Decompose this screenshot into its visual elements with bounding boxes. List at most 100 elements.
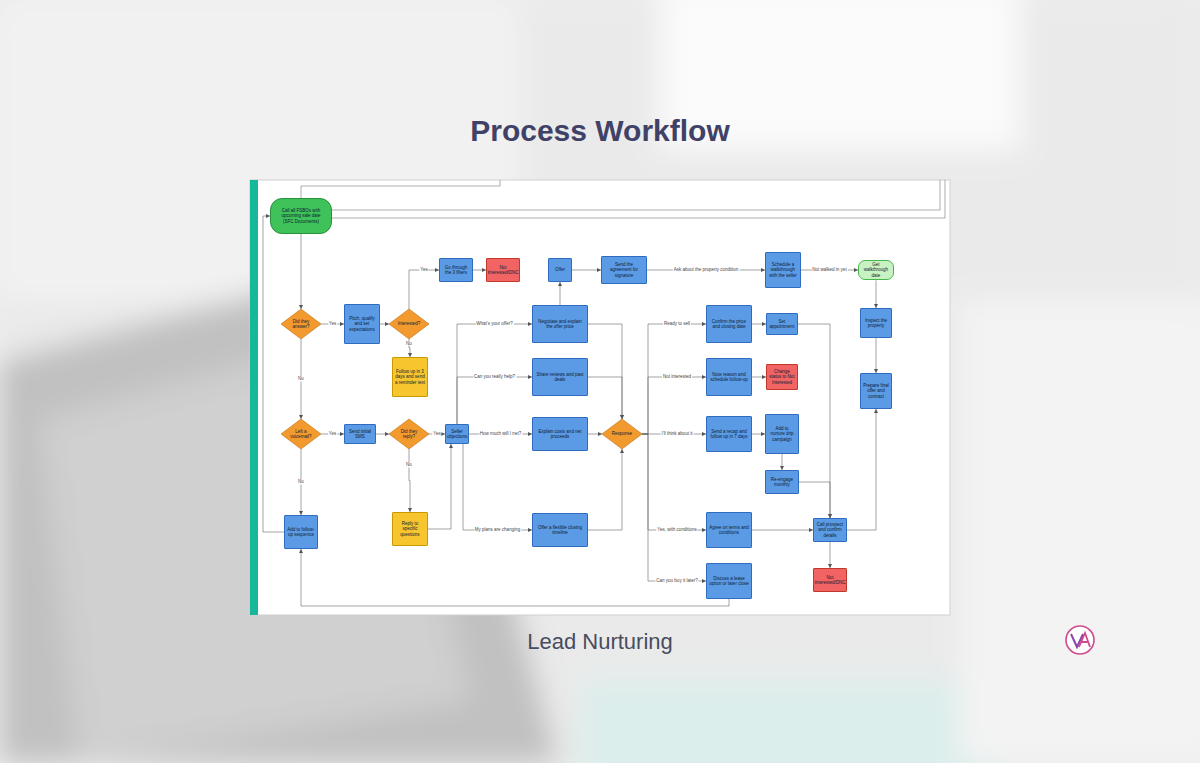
process-box: Note reason and schedule follow-up <box>706 358 752 396</box>
flow-connector <box>752 434 765 435</box>
flow-connector <box>457 377 532 424</box>
edge-label: Can you really help? <box>473 375 516 380</box>
decision-diamond: Did they answer? <box>281 309 321 339</box>
node-text: Share reviews and past deals <box>535 372 585 382</box>
node-text: Explain costs and net proceeds <box>535 429 585 439</box>
edge-label: Ask about the property condition <box>673 268 740 273</box>
flow-connector <box>376 434 389 435</box>
node-text: Seller objections <box>447 429 467 439</box>
process-box: Schedule a walkthrough with the seller <box>765 252 801 288</box>
milestone-box: Get walkthrough date <box>858 260 894 281</box>
follow-up-box: Follow up in 3 days and send a reminder … <box>392 357 428 397</box>
node-text: Reply to specific questions <box>395 521 425 537</box>
process-box: Go through the 3 filters <box>439 258 473 282</box>
diamond-shape <box>281 419 321 449</box>
node-text: Discuss a lease option or later close <box>709 576 749 586</box>
process-box: Call prospect and confirm details <box>813 518 847 542</box>
node-text: Not interested/DNC <box>815 575 846 585</box>
flow-connector <box>642 434 706 581</box>
node-text: Offer <box>555 267 565 272</box>
end-box: Not interested/DNC <box>486 258 520 282</box>
edge-label: No <box>297 377 305 382</box>
decision-diamond: Did they reply? <box>389 419 429 449</box>
diamond-shape <box>281 309 321 339</box>
flow-connector <box>752 530 813 531</box>
flow-connector <box>301 549 729 606</box>
process-box: Offer <box>548 258 572 282</box>
logo-a <box>1079 633 1090 647</box>
edge-label: What's your offer? <box>475 322 513 327</box>
slide-title: Process Workflow <box>0 114 1200 148</box>
edge-label: No <box>405 462 413 467</box>
flow-connector <box>588 449 622 530</box>
node-text: Response <box>612 431 632 436</box>
process-box: Pitch, qualify and set expectations <box>344 304 380 344</box>
process-box: Send initial SMS <box>344 424 376 444</box>
flow-connector <box>752 324 766 325</box>
flow-connector <box>752 377 766 378</box>
process-box: Add to nurture drip campaign <box>765 414 799 454</box>
slide-caption: Lead Nurturing <box>0 629 1200 655</box>
node-text: Re-engage monthly <box>768 477 796 487</box>
flow-connector <box>642 377 706 434</box>
edge-label: Yes <box>328 432 337 437</box>
node-text: Did they answer? <box>289 319 312 329</box>
flow-connector <box>588 324 622 419</box>
process-box: Confirm the price and closing date <box>706 305 752 343</box>
flow-connector <box>380 324 389 325</box>
node-text: Left a voicemail? <box>289 429 312 439</box>
process-box: Inspect the property <box>860 308 892 338</box>
flow-connector <box>428 444 451 529</box>
flow-connector <box>473 270 486 271</box>
node-text: Offer a flexible closing timeline <box>535 525 585 535</box>
process-box: Offer a flexible closing timeline <box>532 513 588 547</box>
node-text: Send the agreement for signature <box>604 262 644 278</box>
node-text: Interested? <box>398 321 421 326</box>
edge-label: My plans are changing <box>474 528 521 533</box>
node-text: Did they reply? <box>397 429 420 439</box>
node-text: Prepare final offer and contract <box>863 383 889 399</box>
process-box: Explain costs and net proceeds <box>532 417 588 451</box>
edge-label: No <box>405 341 413 346</box>
node-text: Confirm the price and closing date <box>709 319 749 329</box>
edge-label: Ready to sell <box>663 322 691 327</box>
process-box: Negotiate and explain the offer price <box>532 305 588 343</box>
flow-connector <box>572 270 601 271</box>
process-box: Send a recap and follow up in 7 days <box>706 416 752 452</box>
flow-connector <box>463 444 532 530</box>
node-text: Agree on terms and conditions <box>709 525 749 535</box>
edge-label: Can you buy it later? <box>655 579 698 584</box>
edge-label: No <box>297 480 305 485</box>
diamond-shape <box>389 309 429 339</box>
flow-connector <box>409 270 439 309</box>
node-text: Pitch, qualify and set expectations <box>347 316 377 332</box>
flow-connector <box>799 482 830 518</box>
node-text: Inspect the property <box>863 318 889 328</box>
flow-connector <box>457 324 532 424</box>
process-box: Seller objections <box>445 424 469 444</box>
decision-diamond: Left a voicemail? <box>281 419 321 449</box>
edge-label: Yes <box>419 268 428 273</box>
edge-label: Yes <box>328 322 337 327</box>
edge-label: Yes <box>432 432 441 437</box>
flow-connector <box>876 280 877 308</box>
node-text: Set appointment <box>769 319 795 329</box>
start-terminal: Call all FSBOs with upcoming sale date (… <box>270 198 332 234</box>
edge-label: I'll think about it <box>661 432 694 437</box>
process-box: Set appointment <box>766 313 798 335</box>
process-box: Share reviews and past deals <box>532 358 588 396</box>
diamond-shape <box>602 419 642 449</box>
process-box: Prepare final offer and contract <box>860 373 892 409</box>
process-box: Add to follow-up sequence <box>284 515 318 549</box>
flow-connector <box>588 434 602 435</box>
flow-connector <box>301 234 302 309</box>
edge-label: How much will I net? <box>479 432 522 437</box>
diagram-frame <box>250 180 950 615</box>
follow-up-box: Reply to specific questions <box>392 512 428 546</box>
process-box: Re-engage monthly <box>765 470 799 494</box>
node-text: Add to follow-up sequence <box>287 527 315 537</box>
edge-label: Not interested <box>662 375 692 380</box>
flow-connector <box>588 377 622 419</box>
end-box: Not interested/DNC <box>813 568 847 592</box>
